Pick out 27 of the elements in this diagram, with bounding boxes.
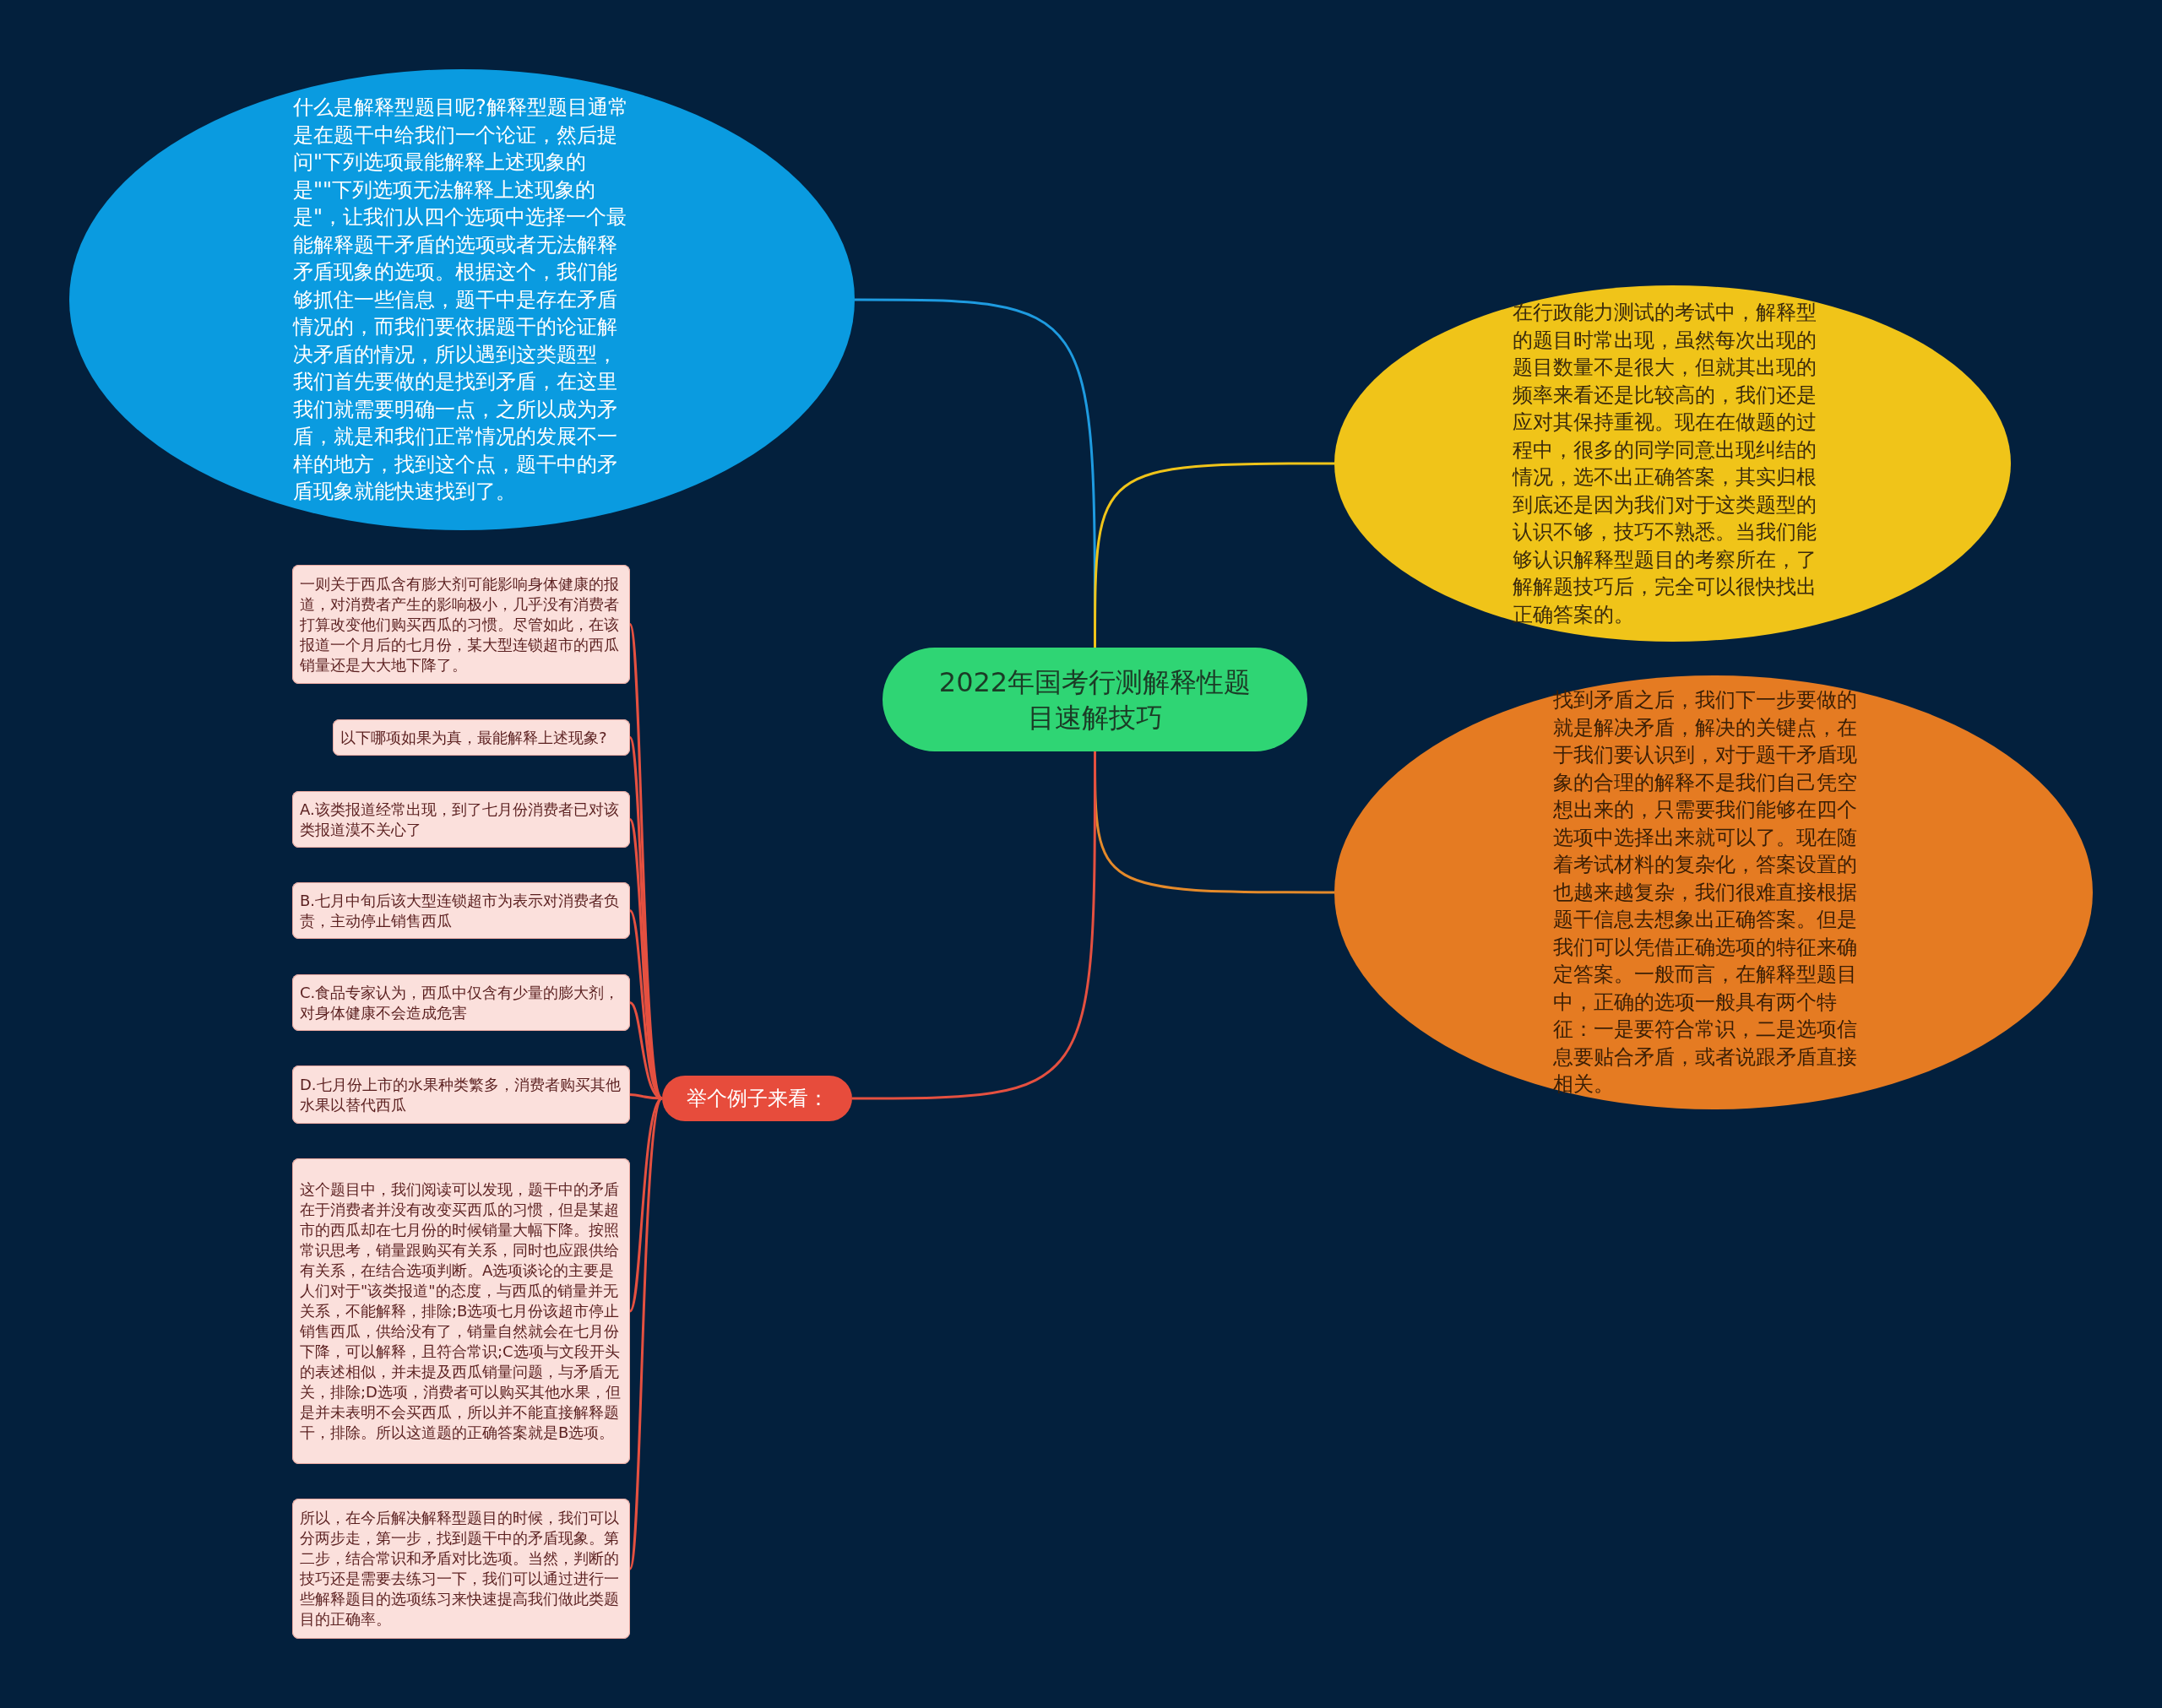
text-card bbox=[292, 974, 630, 1031]
text-card bbox=[292, 791, 630, 848]
card-text: D.七月份上市的水果种类繁多，消费者购买其他水果以替代西瓜 bbox=[300, 1074, 622, 1115]
subtopic-text: 什么是解释型题目呢?解释型题目通常是在题干中给我们一个论证，然后提问"下列选项最能解释上述现象的是""下列选项无法解释上述现象的是"，让我们从四个选项中选择一个最能解释题干矛盾的选项或者无法解释矛盾现象的选项。根据这个，我们能够抓住一些信息，题干中是存在矛盾情况的，而我们要依据题干的论证解决矛盾的情况，所以遇到这类题型，我们首先要做的是找到矛盾，在这里我们就需要明确一点，之所以成为矛盾，就是和我们正常情况的发展不一样的地方，找到这个点，题干中的矛盾现象就能快速找到了。 bbox=[293, 95, 629, 506]
text-card bbox=[333, 719, 630, 756]
subtopic-text: 在行政能力测试的考试中，解释型的题目时常出现，虽然每次出现的题目数量不是很大，但就其出现的频率来看还是比较高的，我们还是应对其保持重视。现在在做题的过程中，很多的同学同意出现纠结的情况，选不出正确答案，其实归根到底还是因为我们对于这类题型的认识不够，技巧不熟悉。当我们能够认识解释型题目的考察所在，了解解题技巧后，完全可以很快找出正确答案的。 bbox=[1512, 300, 1817, 628]
connector-line bbox=[628, 1098, 664, 1570]
connector-line bbox=[1094, 462, 1334, 648]
text-card bbox=[292, 882, 630, 939]
card-text: 这个题目中，我们阅读可以发现，题干中的矛盾在于消费者并没有改变买西瓜的习惯，但是某超市的西瓜却在七月份的时候销量大幅下降。按照常识思考，销量跟购买有关系，同时也应跟供给有关系，在结合选项判断。A选项谈论的主要是人们对于"该类报道"的态度，与西瓜的销量并无关系，不能解释，排除;B选项七月份该超市停止销售西瓜，供给没有了，销量自然就会在七月份下降，可以解释，且符合常识;C选项与文段开头的表述相似，并未提及西瓜销量问题，与矛盾无关，排除;D选项，消费者可以购买其他水果，但是并未表明不会买西瓜，所以并不能直接解释题干，排除。所以这道题的正确答案就是B选项。 bbox=[300, 1179, 622, 1443]
connector-line bbox=[852, 751, 1096, 1100]
subtopic-pill bbox=[662, 1076, 852, 1121]
card-text: B.七月中旬后该大型连锁超市为表示对消费者负责，主动停止销售西瓜 bbox=[300, 890, 621, 931]
card-text: 所以，在今后解决解释型题目的时候，我们可以分两步走，第一步，找到题干中的矛盾现象。第二步，结合常识和矛盾对比选项。当然，判断的技巧还是需要去练习一下，我们可以通过进行一些解释题目的选项练习来快速提高我们做此类题目的正确率。 bbox=[300, 1508, 620, 1629]
card-text: A.该类报道经常出现，到了七月份消费者已对该类报道漠不关心了 bbox=[300, 799, 620, 840]
connector-line bbox=[628, 624, 664, 1099]
card-text: 以下哪项如果为真，最能解释上述现象? bbox=[340, 727, 608, 748]
text-card bbox=[292, 1499, 630, 1639]
topic-title: 2022年国考行测解释性题目速解技巧 bbox=[937, 664, 1252, 735]
text-card bbox=[292, 1065, 630, 1124]
subtopic-text: 举个例子来看： bbox=[685, 1086, 829, 1111]
text-card bbox=[292, 565, 630, 684]
text-card bbox=[292, 1158, 630, 1464]
card-text: C.食品专家认为，西瓜中仅含有少量的膨大剂，对身体健康不会造成危害 bbox=[300, 982, 621, 1023]
subtopic-text: 找到矛盾之后，我们下一步要做的就是解决矛盾，解决的关键点，在于我们要认识到，对于题干矛盾现象的合理的解释不是我们自己凭空想出来的，只需要我们能够在四个选项中选择出来就可以了。现在随着考试材料的复杂化，答案设置的也越来越复杂，我们很难直接根据题干信息去想象出正确答案。但是我们可以凭借正确选项的特征来确定答案。一般而言，在解释型题目中，正确的选项一般具有两个特征：一是要符合常识，二是选项信息要贴合矛盾，或者说跟矛盾直接相关。 bbox=[1553, 687, 1858, 1098]
card-text: 一则关于西瓜含有膨大剂可能影响身体健康的报道，对消费者产生的影响极小，几乎没有消费者打算改变他们购买西瓜的习惯。尽管如此，在该报道一个月后的七月份，某大型连锁超市的西瓜销量还是大大地下降了。 bbox=[300, 573, 620, 675]
connector-line bbox=[628, 1097, 663, 1312]
